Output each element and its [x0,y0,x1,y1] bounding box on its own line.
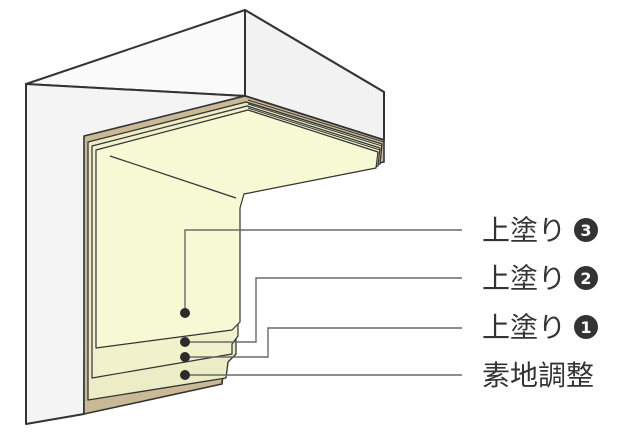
ceiling-edge-line-2 [247,103,383,147]
badge-1-number: 1 [580,318,591,337]
badge-1-circle [574,315,598,339]
badge-3-circle [574,218,598,242]
layer-labels: 上塗り 3 上塗り 2 上塗り 1 素地調整 [482,214,598,392]
label-substrate: 素地調整 [482,359,594,392]
layer-dots [180,308,190,380]
badge-2-number: 2 [580,269,591,288]
badge-3-number: 3 [580,221,591,240]
leader-coat-1 [185,327,462,358]
coating-layers [83,95,385,415]
leader-coat-3 [184,229,462,313]
coat-crease-line [109,155,237,199]
label-coat-1-text: 上塗り [482,311,566,344]
label-substrate-text: 素地調整 [482,359,594,392]
dot-coat-2 [180,337,190,347]
ceiling-edge-line-3 [247,107,381,151]
dot-coat-1 [180,352,190,362]
label-coat-3-text: 上塗り [482,214,566,247]
dot-substrate [180,370,190,380]
leader-coat-2 [185,277,462,343]
ceiling-edge-line-1 [247,99,385,143]
coat-3-layer [95,109,379,349]
badge-2-circle [574,266,598,290]
leader-lines [184,229,462,376]
label-coat-2: 上塗り 2 [482,262,598,295]
label-coat-2-text: 上塗り [482,262,566,295]
label-coat-1: 上塗り 1 [482,311,598,344]
dot-coat-3 [180,308,190,318]
label-coat-3: 上塗り 3 [482,214,598,247]
